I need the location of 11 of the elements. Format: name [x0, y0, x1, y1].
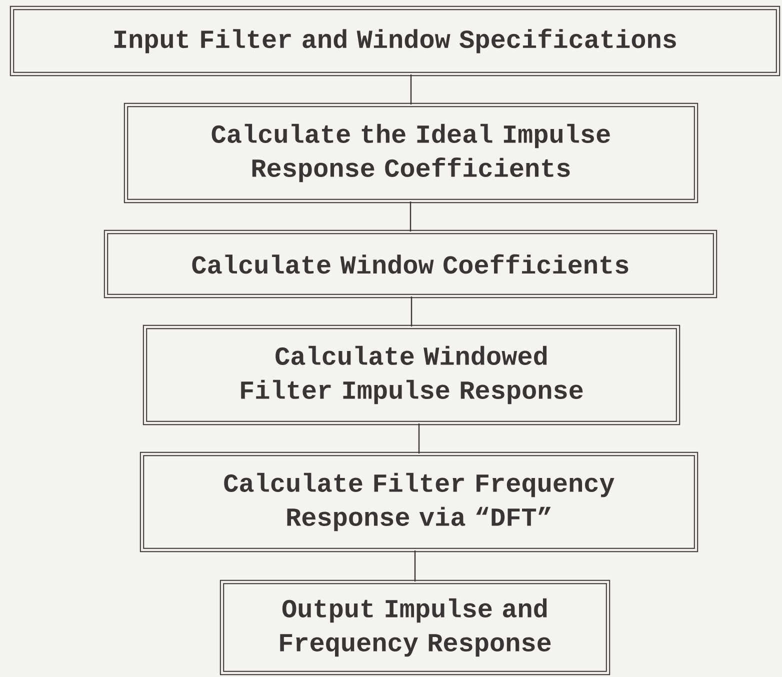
process-box: Input Filter and Window Specifications — [10, 6, 780, 76]
process-box: Calculate the Ideal Impulse Response Coefficients — [124, 102, 698, 204]
connector-line — [410, 296, 412, 326]
process-box: Calculate Filter Frequency Response via “DFT” — [140, 452, 698, 552]
process-box: Output Impulse and Frequency Response — [220, 580, 610, 676]
connector-line — [410, 202, 412, 232]
connector-line — [414, 550, 416, 582]
process-box: Calculate Window Coefficients — [104, 230, 718, 298]
process-box: Calculate Windowed Filter Impulse Response — [142, 324, 680, 426]
connector-line — [418, 424, 420, 454]
connector-line — [410, 74, 412, 104]
